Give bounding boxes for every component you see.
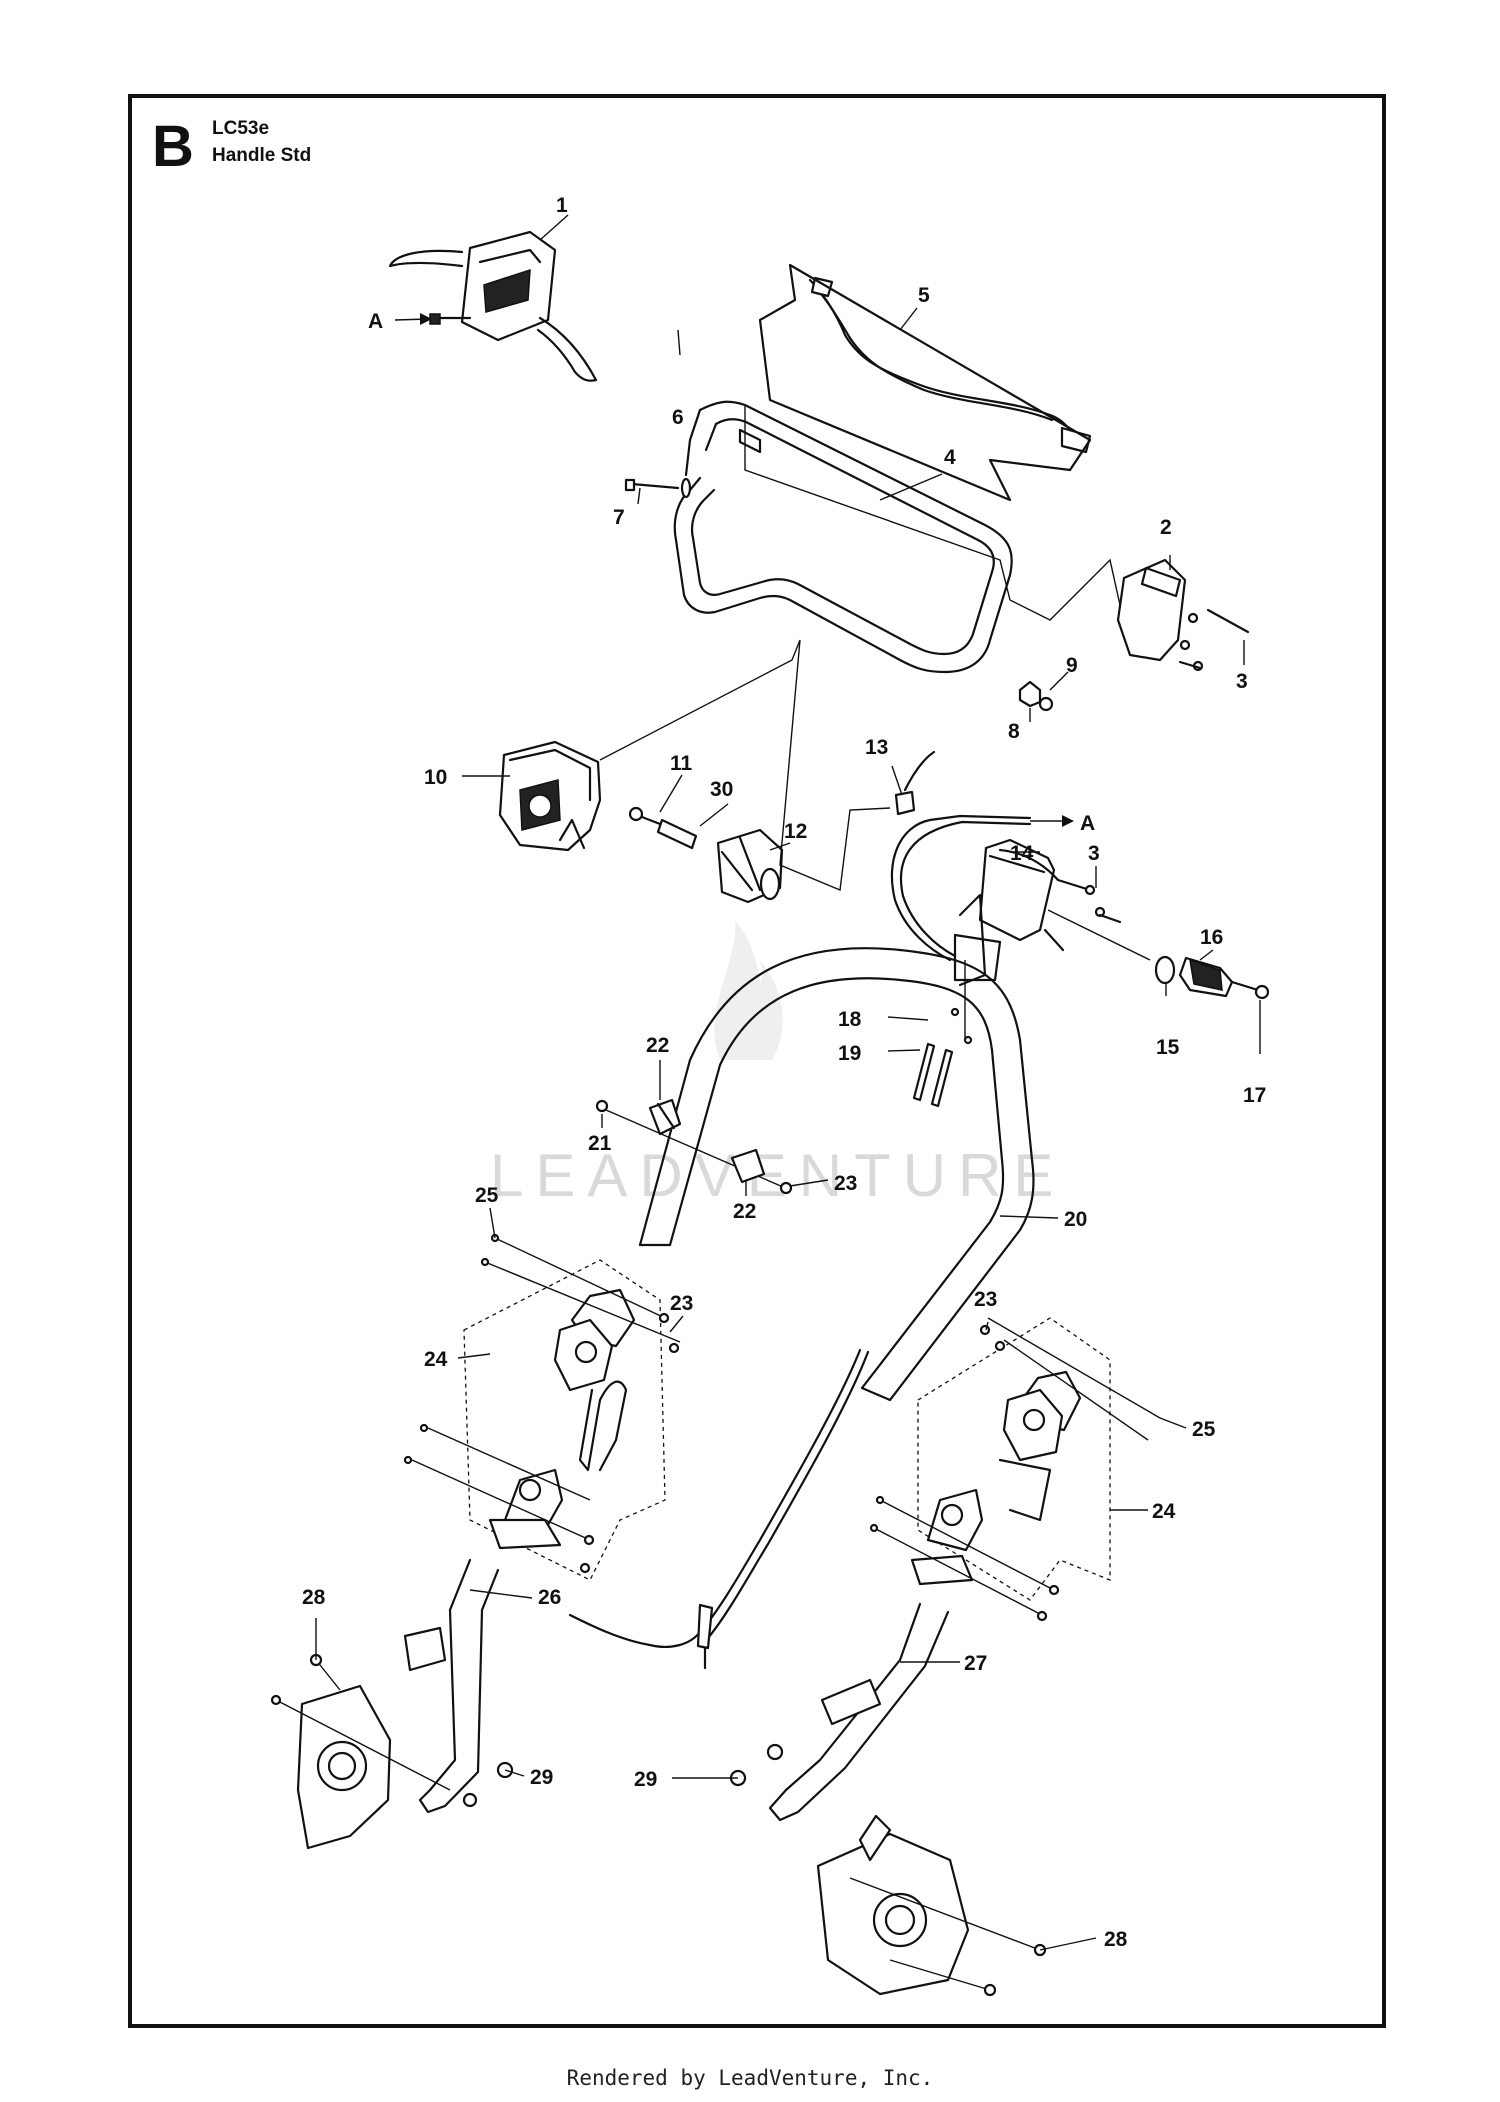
- diagram-subtitle: Handle Std: [212, 145, 311, 166]
- callout-19: 19: [838, 1042, 861, 1065]
- lower-clamp-part: [978, 838, 1122, 952]
- watermark-text: LEADVENTURE: [490, 1142, 1065, 1209]
- control-box-part: [388, 230, 598, 382]
- callout-5: 5: [918, 284, 930, 307]
- callout-4: 4: [944, 446, 956, 469]
- upper-handle-part: [673, 400, 1013, 674]
- callout-21: 21: [588, 1132, 612, 1155]
- cable-clip-part: [595, 1098, 793, 1195]
- callout-leaders: [315, 214, 1261, 1951]
- callout-22-bottom: 22: [733, 1200, 756, 1223]
- left-lower-bar-part: [403, 1558, 500, 1814]
- callout-28-right: 28: [1104, 1928, 1128, 1951]
- watermark-logo: [714, 920, 783, 1060]
- hinge-exploded-box: [779, 639, 891, 892]
- callout-10: 10: [424, 766, 447, 789]
- callout-1: 1: [556, 194, 568, 217]
- handle-cover-part: [498, 740, 602, 852]
- ref-a-right: A: [1080, 812, 1095, 835]
- model-name: LC53e: [212, 118, 269, 139]
- bowden-cable-part: [568, 814, 1074, 1670]
- knob-assembly-part: [1047, 909, 1270, 1000]
- callout-17: 17: [1243, 1084, 1266, 1107]
- callout-29-left: 29: [530, 1766, 553, 1789]
- callout-23-left: 23: [670, 1292, 693, 1315]
- callout-26: 26: [538, 1586, 561, 1609]
- callout-30: 30: [710, 778, 733, 801]
- cable-part: [758, 263, 1092, 502]
- callout-22-top: 22: [646, 1034, 669, 1057]
- callout-18: 18: [838, 1008, 862, 1031]
- callout-14: 14: [1010, 842, 1034, 865]
- cable-clamp-part: [1116, 558, 1250, 672]
- callout-8: 8: [1008, 720, 1020, 743]
- hinge-assembly-part: [628, 806, 784, 904]
- callout-25-right: 25: [1192, 1418, 1216, 1441]
- section-letter: B: [152, 114, 194, 179]
- callout-27: 27: [964, 1652, 987, 1675]
- callout-24-left: 24: [424, 1348, 448, 1371]
- callout-9: 9: [1066, 654, 1078, 677]
- callout-7: 7: [613, 506, 625, 529]
- ref-a-top: A: [368, 310, 383, 333]
- nut-washer-part: [1018, 680, 1054, 712]
- callout-23-clip: 23: [834, 1172, 857, 1195]
- callout-2: 2: [1160, 516, 1172, 539]
- callout-15: 15: [1156, 1036, 1180, 1059]
- handle-bolts-part: [912, 1042, 954, 1108]
- right-lower-bar-part: [768, 1602, 950, 1822]
- callout-28-left: 28: [302, 1586, 326, 1609]
- exploded-handle-box: [744, 405, 1011, 601]
- callout-11: 11: [670, 752, 693, 775]
- clamp-exploded-box: [1009, 558, 1121, 621]
- diagram-border: [128, 94, 1386, 2028]
- callout-24-right: 24: [1152, 1500, 1176, 1523]
- cover-leader: [599, 639, 801, 761]
- clevis-pin-part: [624, 477, 692, 499]
- callout-20: 20: [1064, 1208, 1087, 1231]
- callout-3-top: 3: [1236, 670, 1248, 693]
- connector-block-part: [894, 750, 936, 816]
- callout-3-mid: 3: [1088, 842, 1100, 865]
- left-wheel-plate-part: [270, 1653, 514, 1850]
- callout-23-right: 23: [974, 1288, 997, 1311]
- callout-25-left: 25: [475, 1184, 499, 1207]
- callout-12: 12: [784, 820, 807, 843]
- callout-labels: 1 5 6 4 7 2 3 9 8 13 10 11 30 12 14 3 16…: [302, 194, 1266, 1951]
- lower-handle-part: [638, 893, 1035, 1402]
- right-wheel-plate-part: [729, 1743, 1047, 1997]
- callout-16: 16: [1200, 926, 1223, 949]
- callout-29-right: 29: [634, 1768, 657, 1791]
- callout-13: 13: [865, 736, 888, 759]
- callout-6: 6: [672, 406, 684, 429]
- footer-credit: Rendered by LeadVenture, Inc.: [566, 2066, 934, 2090]
- left-pivot-assembly-part: [403, 1233, 681, 1581]
- right-pivot-assembly-part: [869, 1317, 1161, 1622]
